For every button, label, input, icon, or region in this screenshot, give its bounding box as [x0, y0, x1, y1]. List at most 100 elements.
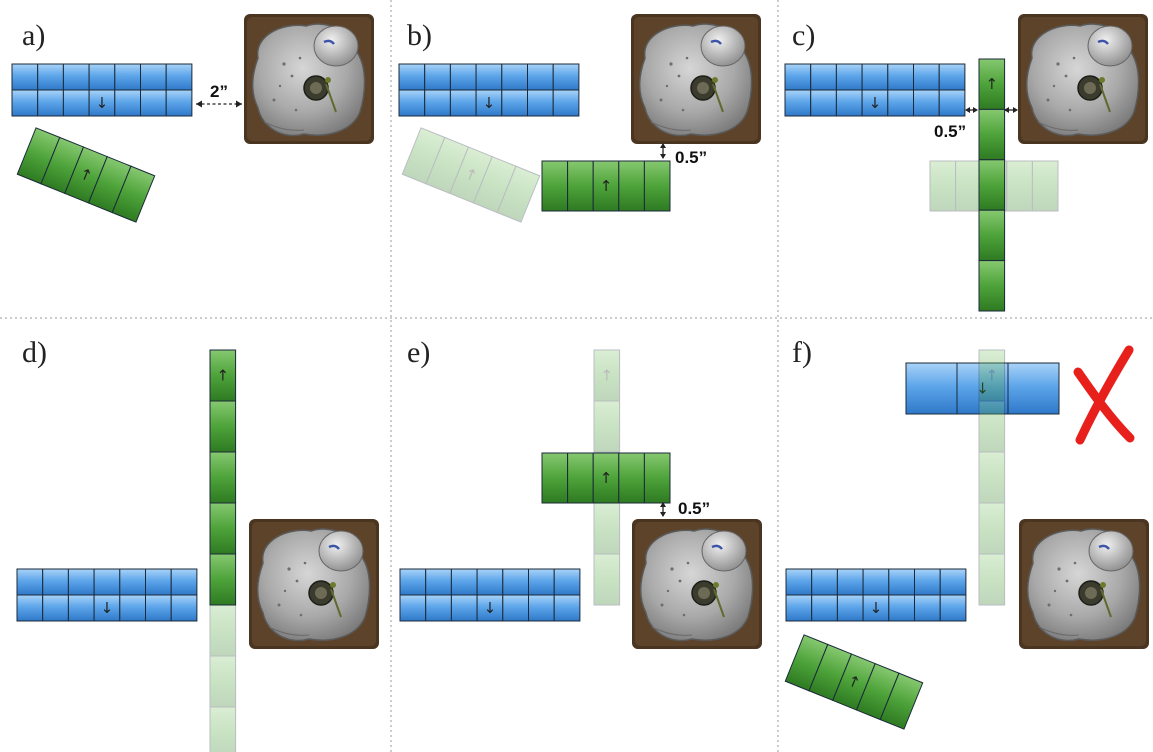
blue-movement-tray-c: ↓: [784, 63, 966, 117]
tray-cell: [475, 89, 503, 117]
tray-cell: [528, 568, 555, 596]
tray-cell: [496, 165, 541, 223]
tray-cell: [209, 451, 237, 504]
arrow-up-icon: ↑: [600, 177, 613, 195]
green-movement-tray-a: ↑: [16, 127, 156, 223]
blue-movement-tray-e: ↓: [399, 568, 581, 622]
tray-cell: [209, 655, 237, 708]
tray-cell: [593, 553, 621, 606]
tray-cell: [476, 594, 504, 622]
arrow-up-icon: ↑: [845, 671, 863, 692]
arrow-up-icon: ↑: [217, 367, 230, 385]
tray-cell: [450, 594, 478, 622]
tray-cell: [67, 594, 95, 622]
tray-cell: [1006, 160, 1033, 212]
arrowhead: [965, 107, 970, 113]
tray-cell: [528, 594, 555, 622]
distance-half-inch-e: 0.5”: [660, 499, 710, 518]
tray-cell: [784, 89, 812, 117]
tray-cell: [502, 568, 529, 596]
tray-cell: [914, 594, 941, 622]
tray-cell: [785, 594, 813, 622]
tray-cell: [119, 594, 147, 622]
tray-cell: [861, 89, 889, 117]
tray-cell: [938, 89, 966, 117]
arrowhead-up: [660, 502, 666, 507]
tray-cell: [37, 89, 64, 117]
tray-cell: [170, 594, 198, 622]
tray-cell: [835, 63, 863, 91]
tray-cell: [425, 594, 452, 622]
tray-cell: [913, 63, 940, 91]
arrowhead-left: [196, 100, 202, 108]
tray-cell: [93, 568, 121, 596]
tray-cell: [475, 63, 503, 91]
arrow-up-icon: ↑: [77, 164, 95, 185]
tray-cell: [209, 400, 237, 453]
distance-half-inch-c: 0.5”: [934, 107, 1018, 141]
blue-movement-tray-b: ↓: [398, 63, 580, 117]
tray-cell: [939, 594, 967, 622]
tray-cell: [978, 451, 1006, 504]
tray-cell: [879, 672, 924, 730]
tray-cell: [476, 568, 504, 596]
tray-cell: [835, 89, 863, 117]
tray-cell: [862, 568, 890, 596]
red-x-icon: [1073, 345, 1135, 445]
tray-cell: [887, 63, 914, 91]
tray-cell: [618, 452, 645, 504]
tray-cell: [552, 89, 580, 117]
terrain-tile-f: [1017, 517, 1151, 651]
tray-cell: [888, 568, 915, 596]
tray-cell: [111, 165, 156, 223]
green-tray-ghost-b: ↑: [401, 127, 541, 223]
tray-cell: [836, 568, 864, 596]
arrowhead-down: [660, 154, 666, 159]
arrow-down-icon: ↓: [101, 599, 114, 617]
tray-cell: [978, 553, 1006, 606]
dimension-label: 0.5”: [934, 122, 966, 141]
tray-cell: [978, 349, 1006, 402]
tray-cell: [541, 160, 569, 212]
tray-cell: [16, 594, 44, 622]
tray-cell: [978, 209, 1006, 262]
tray-cell: [978, 502, 1006, 555]
green-tray-ghost-f: ↑: [978, 349, 1006, 606]
tray-cell: [119, 568, 147, 596]
blue-movement-tray-d: ↓: [16, 568, 198, 622]
tray-cell: [592, 160, 620, 212]
tray-cell: [978, 58, 1006, 110]
tray-cell: [955, 160, 982, 212]
tray-cell: [593, 400, 621, 453]
arrowhead: [1004, 107, 1009, 113]
tray-cell: [888, 594, 915, 622]
tray-cell: [170, 568, 198, 596]
tray-cell: [938, 63, 966, 91]
tray-cell: [165, 89, 193, 117]
tray-cell: [784, 63, 812, 91]
tray-cell: [11, 63, 39, 91]
tray-cell: [811, 568, 838, 596]
arrow-up-icon: ↑: [601, 367, 614, 385]
tray-cell: [1031, 160, 1059, 212]
panel-label-c: c): [792, 19, 815, 52]
tray-cell: [553, 594, 581, 622]
arrowhead-right: [236, 100, 242, 108]
tray-cell: [140, 89, 167, 117]
green-movement-tray-e: ↑: [541, 452, 671, 504]
tray-cell: [593, 502, 621, 555]
tray-cell: [929, 160, 957, 212]
panel-label-f: f): [792, 336, 812, 369]
tray-cell: [643, 160, 671, 212]
tray-cell: [1007, 362, 1060, 415]
tray-cell: [425, 568, 452, 596]
tray-cell: [165, 63, 193, 91]
dimension-label: 0.5”: [678, 499, 710, 518]
arrow-down-icon: ↓: [870, 599, 883, 617]
tray-cell: [810, 63, 837, 91]
distance-half-inch-b: 0.5”: [660, 143, 707, 167]
blue-movement-tray-f: ↓: [785, 568, 967, 622]
tray-cell: [145, 594, 172, 622]
dimension-label: 2”: [210, 82, 228, 101]
